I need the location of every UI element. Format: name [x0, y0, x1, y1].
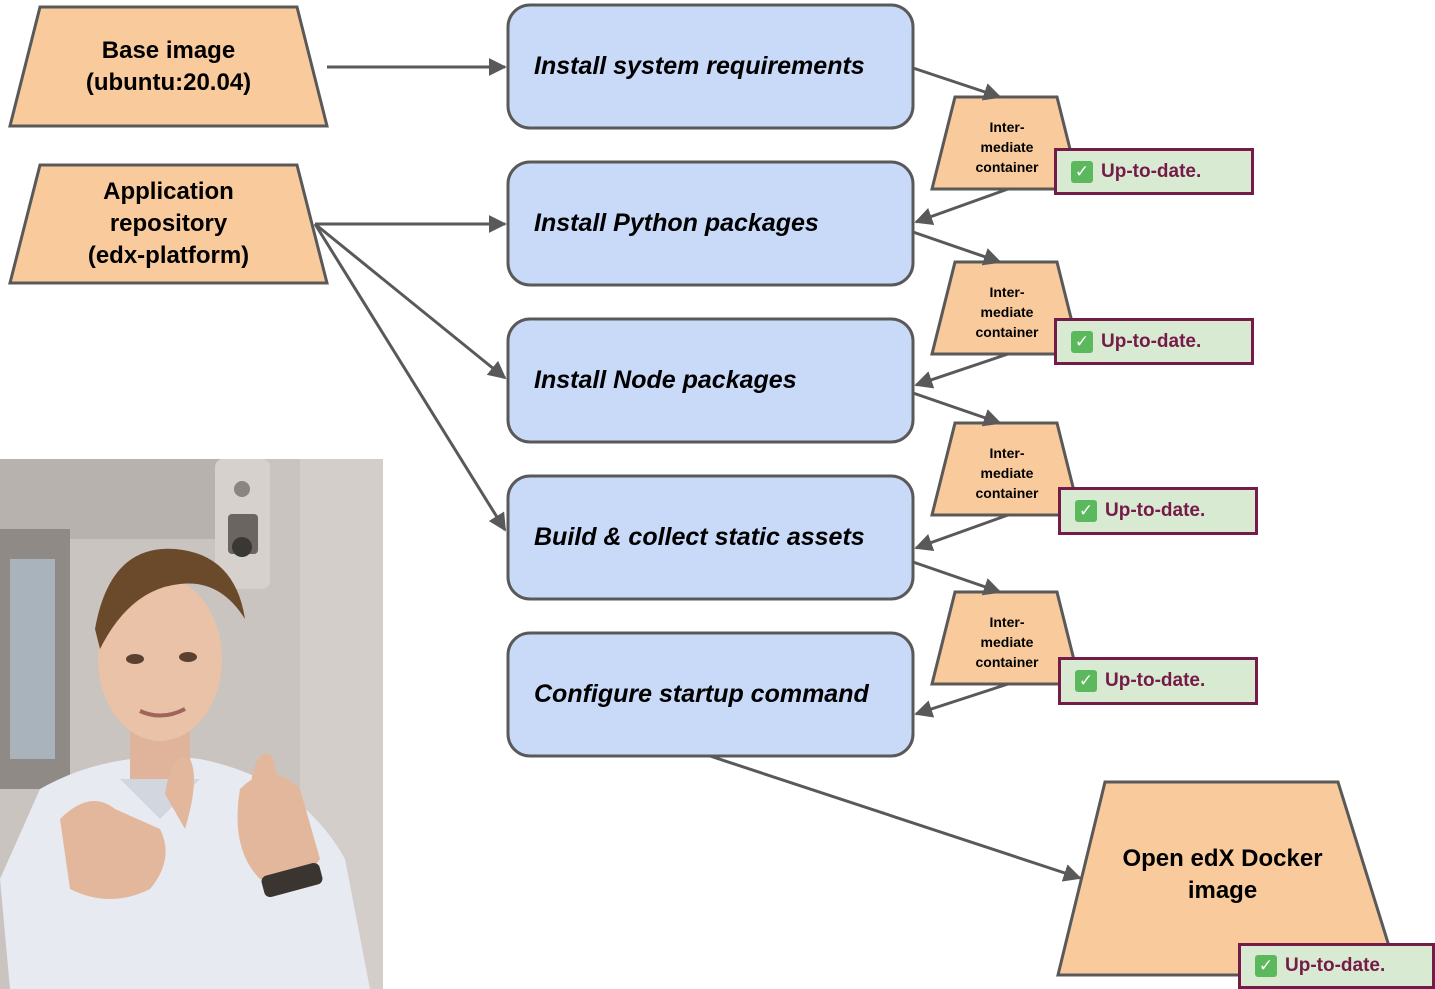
step-box-3: [506, 317, 915, 444]
check-icon: ✓: [1071, 330, 1093, 353]
status-badge-2: ✓ Up-to-date.: [1054, 318, 1254, 365]
badge-text: Up-to-date.: [1105, 670, 1206, 691]
arrow-repo-to-step4: [313, 223, 507, 532]
check-icon: ✓: [1075, 500, 1097, 522]
arrow-step4-to-inter4: [912, 560, 1002, 596]
thumbs-up-person-photo: [0, 459, 383, 989]
status-badge-1: ✓ Up-to-date.: [1054, 148, 1254, 195]
badge-text: Up-to-date.: [1105, 500, 1206, 521]
arrow-inter2-to-step3: [914, 352, 1009, 389]
badge-text: Up-to-date.: [1101, 330, 1202, 352]
step-box-2: [506, 160, 915, 287]
arrow-step3-to-inter3: [912, 391, 1002, 427]
check-icon: ✓: [1071, 160, 1093, 183]
badge-text: Up-to-date.: [1101, 160, 1202, 182]
check-icon: ✓: [1255, 955, 1277, 977]
status-badge-3: ✓ Up-to-date.: [1058, 487, 1258, 535]
app-repo-shape: [8, 163, 329, 285]
arrow-inter3-to-step4: [914, 513, 1009, 552]
step-box-5: [506, 631, 915, 758]
photo-illustration: [0, 459, 383, 989]
arrow-inter4-to-step5: [914, 682, 1009, 718]
arrow-step5-to-output: [709, 754, 1082, 882]
arrow-repo-to-step3: [314, 222, 507, 380]
base-image-shape: [8, 5, 329, 128]
step-box-1: [506, 3, 915, 130]
check-icon: ✓: [1075, 670, 1097, 692]
arrow-step1-to-inter1: [912, 66, 1002, 101]
step-box-4: [506, 474, 915, 601]
status-badge-5: ✓ Up-to-date.: [1238, 943, 1435, 989]
arrow-step2-to-inter2: [912, 230, 1002, 266]
status-badge-4: ✓ Up-to-date.: [1058, 657, 1258, 705]
badge-text: Up-to-date.: [1285, 955, 1386, 976]
arrow-inter1-to-step2: [914, 187, 1009, 226]
